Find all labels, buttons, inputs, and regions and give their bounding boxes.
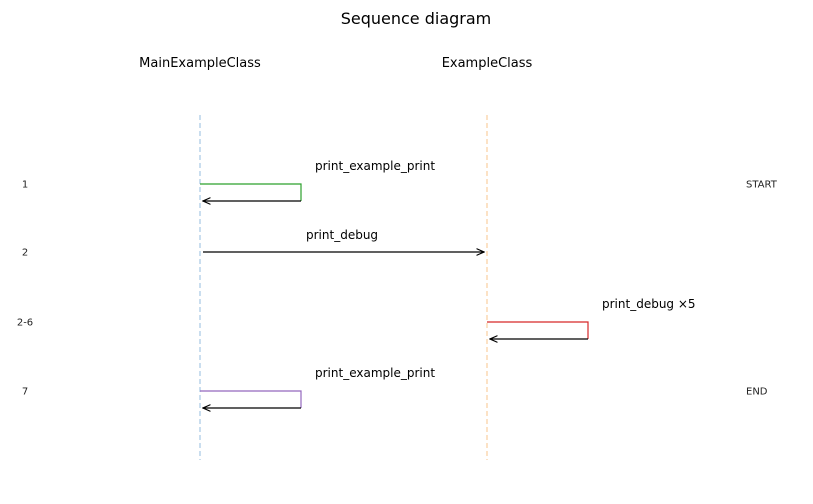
message-label: print_example_print — [315, 366, 435, 380]
participant-example: ExampleClass — [442, 56, 533, 71]
step-label: 7 — [22, 387, 28, 398]
message-label: print_debug — [306, 228, 378, 242]
messages: 1print_example_printSTART2print_debug2-6… — [17, 159, 778, 408]
message-row: 2-6 print_debug ×5 — [17, 297, 696, 339]
message-label: print_debug ×5 — [602, 297, 696, 311]
self-call-loop — [487, 321, 589, 339]
message-row: 2 print_debug — [22, 228, 484, 259]
step-label: 1 — [22, 180, 28, 191]
step-label: 2-6 — [17, 318, 33, 329]
self-call-loop — [200, 183, 302, 201]
participants: MainExampleClass ExampleClass — [139, 56, 533, 460]
participant-main: MainExampleClass — [139, 56, 261, 71]
diagram-title: Sequence diagram — [341, 9, 492, 28]
sequence-note: END — [746, 387, 768, 398]
message-label: print_example_print — [315, 159, 435, 173]
step-label: 2 — [22, 248, 28, 259]
sequence-note: START — [746, 180, 778, 191]
self-call-loop — [200, 390, 302, 408]
